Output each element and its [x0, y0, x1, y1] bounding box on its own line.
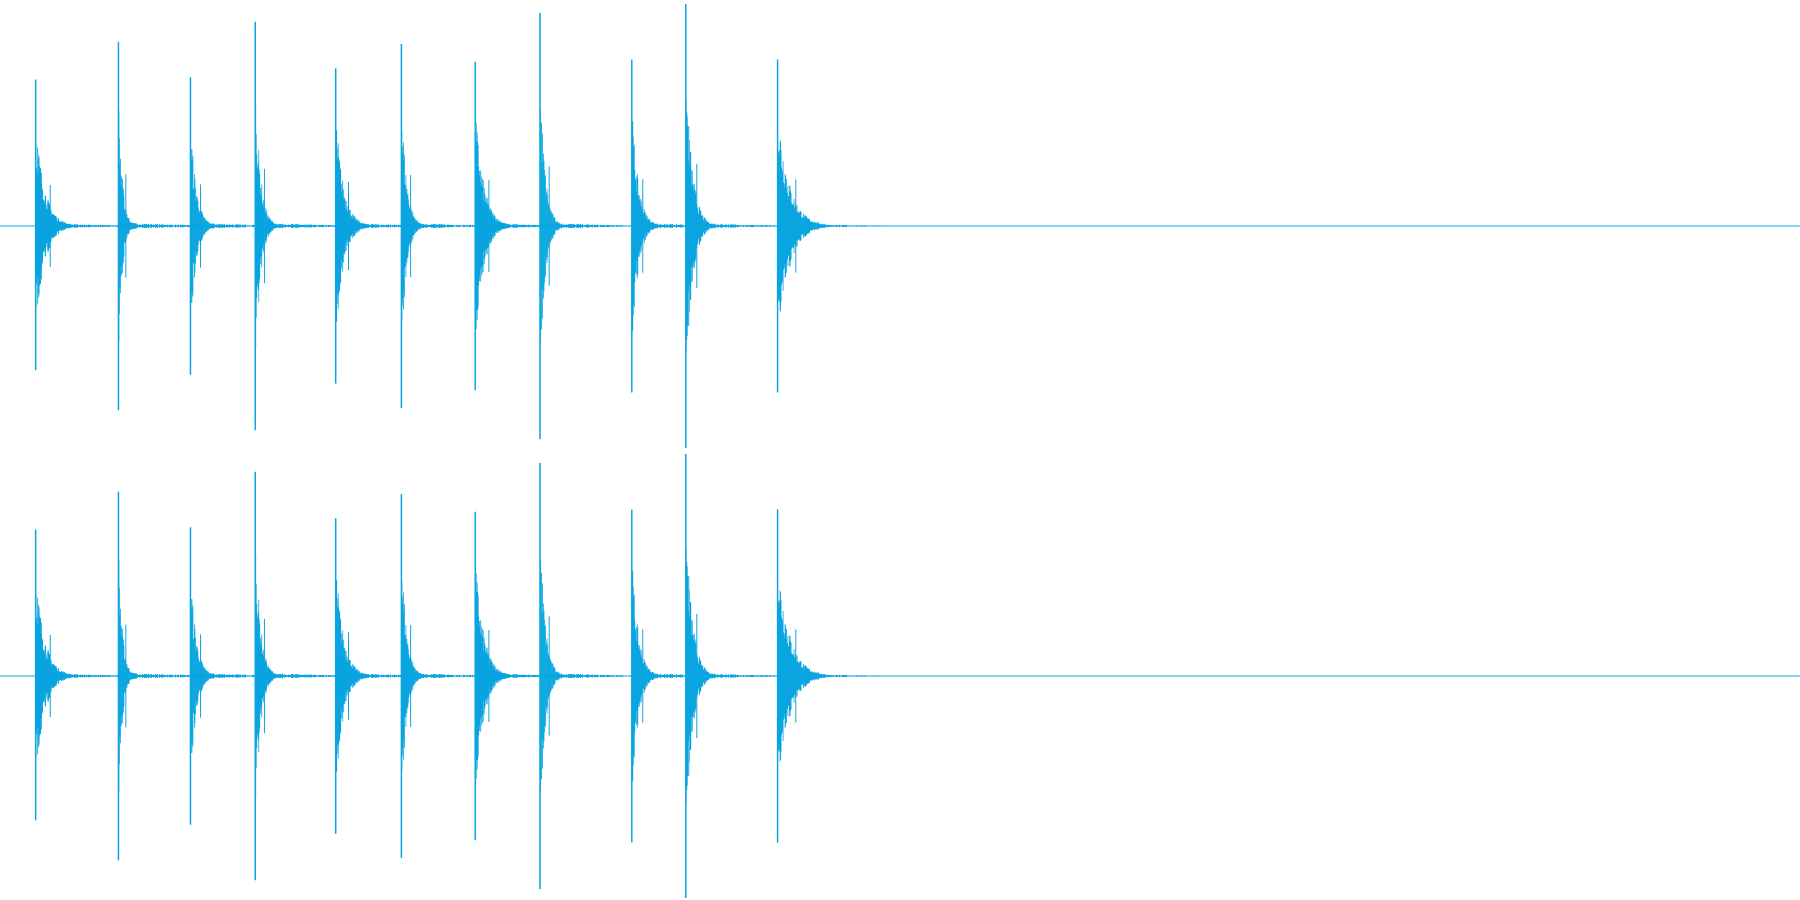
- channel-1-waveform[interactable]: [0, 4, 1800, 448]
- channel-2-waveform[interactable]: [0, 454, 1800, 898]
